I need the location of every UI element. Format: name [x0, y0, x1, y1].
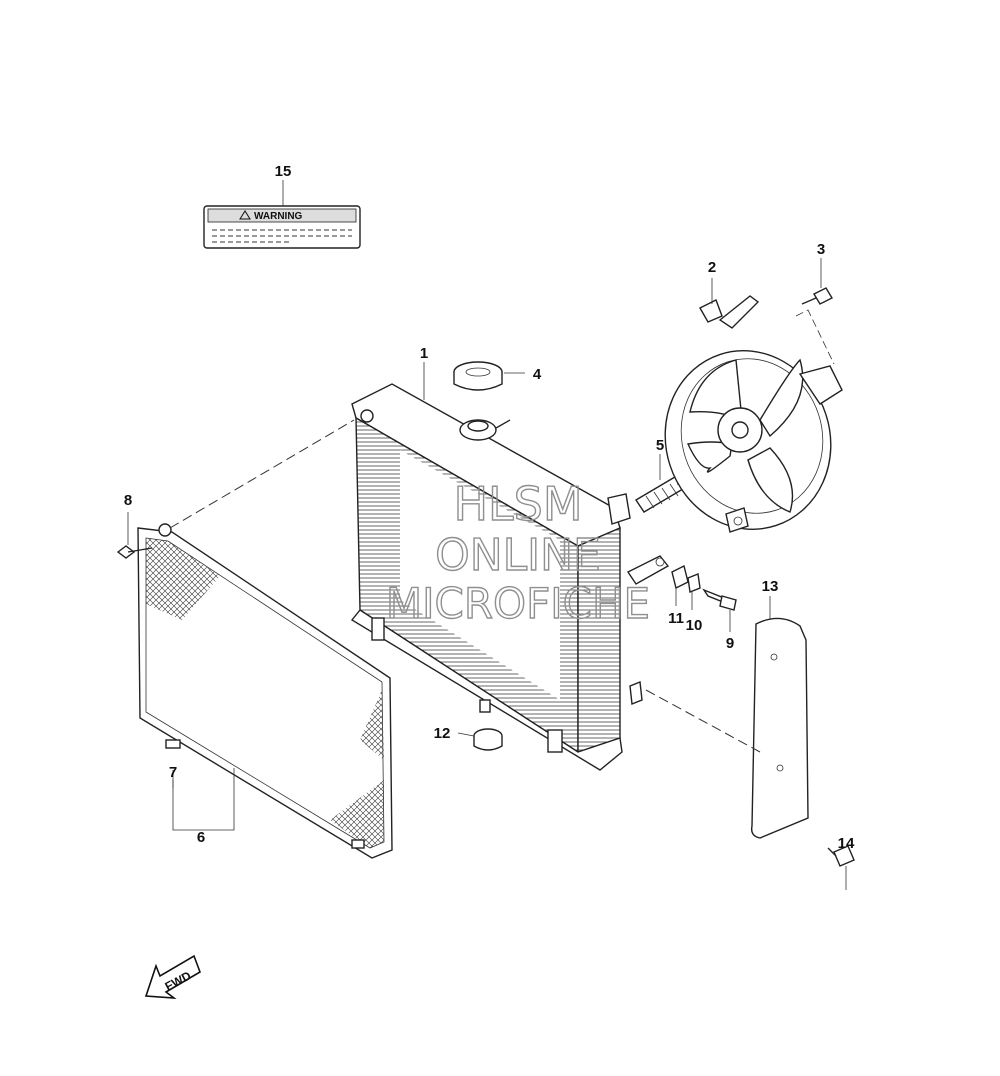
label-part-3: 3 — [817, 241, 825, 258]
warning-label: WARNING — [203, 205, 361, 249]
label-part-9: 9 — [726, 635, 734, 652]
watermark-line-3: MICROFICHE — [386, 579, 650, 628]
label-part-12: 12 — [434, 725, 451, 742]
cooling-fan — [664, 278, 843, 533]
watermark-line-1: HLSM — [453, 477, 582, 531]
label-part-11: 11 — [668, 610, 684, 627]
label-part-2: 2 — [708, 259, 716, 276]
warning-label-text: WARNING — [254, 211, 303, 222]
watermark-line-2: ONLINE — [435, 530, 601, 581]
label-part-1: 1 — [420, 345, 428, 362]
bushing-10 — [687, 573, 701, 610]
bracket — [626, 555, 670, 705]
watermark: HLSM ONLINE MICROFICHE — [385, 476, 651, 628]
fwd-direction-arrow: FWD — [144, 954, 201, 999]
bolt-8 — [116, 512, 153, 559]
collar-11 — [671, 564, 689, 606]
label-part-15: 15 — [275, 163, 292, 180]
label-part-5: 5 — [656, 437, 664, 454]
label-part-6: 6 — [197, 829, 205, 846]
label-part-8: 8 — [124, 492, 132, 509]
radiator-core — [350, 383, 631, 771]
label-part-4: 4 — [533, 366, 542, 383]
radiator-shroud — [137, 523, 393, 859]
label-part-14: 14 — [838, 835, 855, 852]
bolt-9 — [702, 588, 737, 632]
label-part-7: 7 — [169, 764, 177, 781]
radiator-cap — [453, 361, 525, 391]
bolt-3 — [795, 258, 835, 365]
label-part-10: 10 — [686, 617, 703, 634]
label-part-13: 13 — [762, 578, 779, 595]
side-plate — [645, 596, 809, 839]
bolt-14 — [827, 845, 855, 890]
mounting-rubber — [457, 728, 503, 751]
